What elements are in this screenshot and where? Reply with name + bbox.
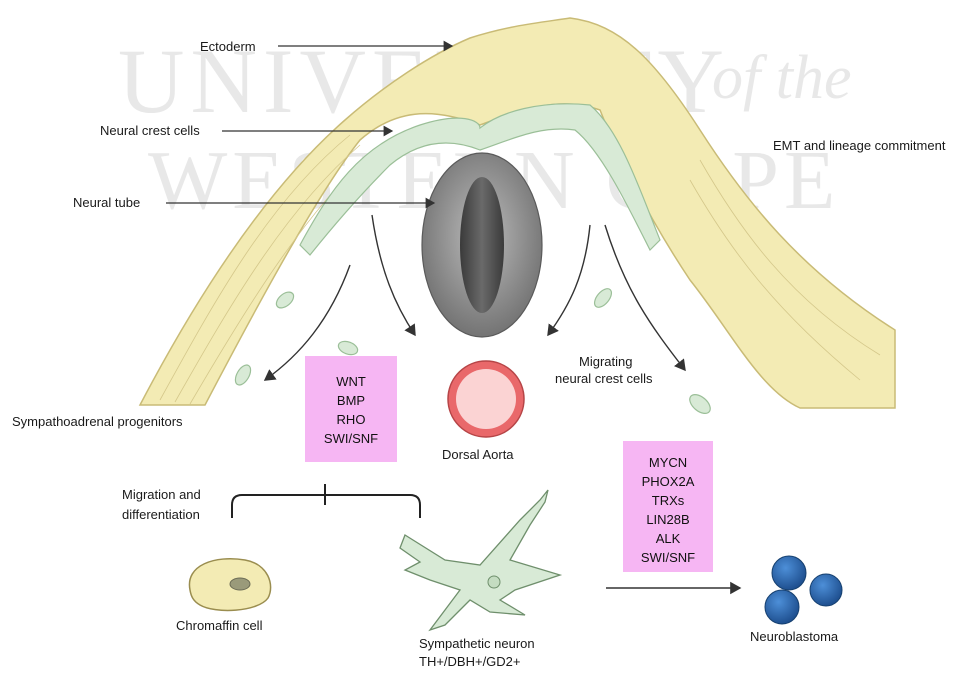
label-neuroblastoma: Neuroblastoma — [750, 629, 839, 644]
label-migration-2: differentiation — [122, 507, 200, 522]
label-sympathetic-neuron: Sympathetic neuron — [419, 636, 535, 651]
oncogene-item: MYCN — [649, 455, 687, 470]
differentiation-bracket — [232, 484, 420, 518]
neural-tube — [422, 153, 542, 337]
signaling-box: WNT BMP RHO SWI/SNF — [305, 356, 397, 462]
oncogene-item: PHOX2A — [642, 474, 695, 489]
oncogene-item: ALK — [656, 531, 681, 546]
label-emt: EMT and lineage commitment — [773, 138, 946, 153]
label-neural-tube: Neural tube — [73, 195, 140, 210]
label-dorsal-aorta: Dorsal Aorta — [442, 447, 514, 462]
oncogene-item: SWI/SNF — [641, 550, 695, 565]
watermark-line1-suffix: of the — [712, 44, 851, 112]
label-migration-1: Migration and — [122, 487, 201, 502]
label-sympathoadrenal: Sympathoadrenal progenitors — [12, 414, 183, 429]
dorsal-aorta — [448, 361, 524, 437]
oncogene-item: LIN28B — [646, 512, 689, 527]
label-chromaffin: Chromaffin cell — [176, 618, 263, 633]
chromaffin-cell — [189, 559, 270, 611]
neuroblastoma-cells — [765, 556, 842, 624]
signaling-item: WNT — [336, 374, 366, 389]
signaling-item: BMP — [337, 393, 365, 408]
label-ectoderm: Ectoderm — [200, 39, 256, 54]
signaling-item: SWI/SNF — [324, 431, 378, 446]
signaling-item: RHO — [337, 412, 366, 427]
label-neural-crest-cells: Neural crest cells — [100, 123, 200, 138]
label-neuron-markers: TH+/DBH+/GD2+ — [419, 654, 521, 669]
label-migrating-2: neural crest cells — [555, 371, 653, 386]
label-migrating-1: Migrating — [579, 354, 632, 369]
oncogene-item: TRXs — [652, 493, 685, 508]
sympathetic-neuron — [400, 490, 560, 630]
